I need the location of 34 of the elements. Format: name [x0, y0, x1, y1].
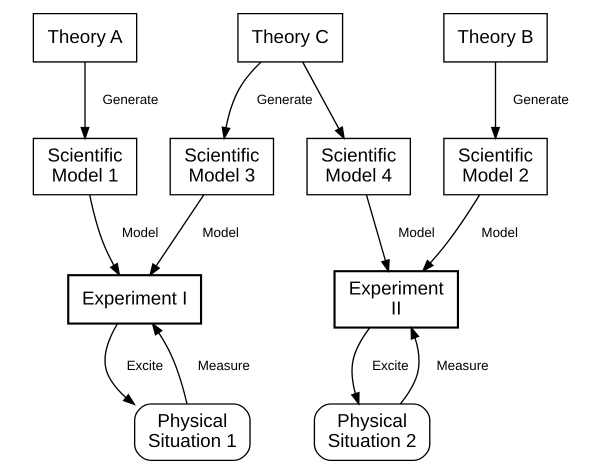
arrow: [151, 322, 188, 404]
node-box: Scientific Model 3: [170, 138, 274, 196]
edge-label: Model: [122, 225, 158, 240]
edge-label: Generate: [512, 92, 569, 108]
arrow: [104, 323, 136, 406]
edge-label: Generate: [102, 92, 158, 108]
arrow: [302, 62, 346, 140]
node-box: Theory C: [237, 12, 344, 63]
arrow: [89, 194, 120, 276]
edge-label: Excite: [372, 358, 409, 373]
edge-label: Model: [202, 225, 239, 240]
edge-label: Model: [481, 225, 518, 240]
edge-label: Measure: [198, 358, 250, 373]
edge-label: Model: [398, 225, 435, 240]
arrow: [221, 61, 262, 140]
node-box: Experiment I: [67, 274, 202, 325]
arrow: [422, 194, 480, 272]
node-box: Physical Situation 1: [134, 403, 251, 462]
arrow: [80, 62, 90, 140]
node-box: Scientific Model 4: [306, 138, 411, 196]
arrow: [350, 327, 370, 406]
edge-label: Generate: [256, 92, 313, 108]
node-box: Experiment II: [333, 270, 460, 329]
node-box: Scientific Model 1: [32, 138, 138, 196]
node-box: Theory B: [443, 12, 548, 63]
arrow: [366, 194, 390, 274]
edge-label: Excite: [126, 358, 164, 373]
arrow: [400, 326, 420, 404]
arrow: [490, 62, 500, 140]
arrow: [148, 194, 204, 277]
node-box: Scientific Model 2: [443, 138, 548, 196]
node-box: Physical Situation 2: [314, 403, 430, 462]
edge-label: Measure: [436, 358, 489, 373]
node-box: Theory A: [32, 12, 138, 63]
